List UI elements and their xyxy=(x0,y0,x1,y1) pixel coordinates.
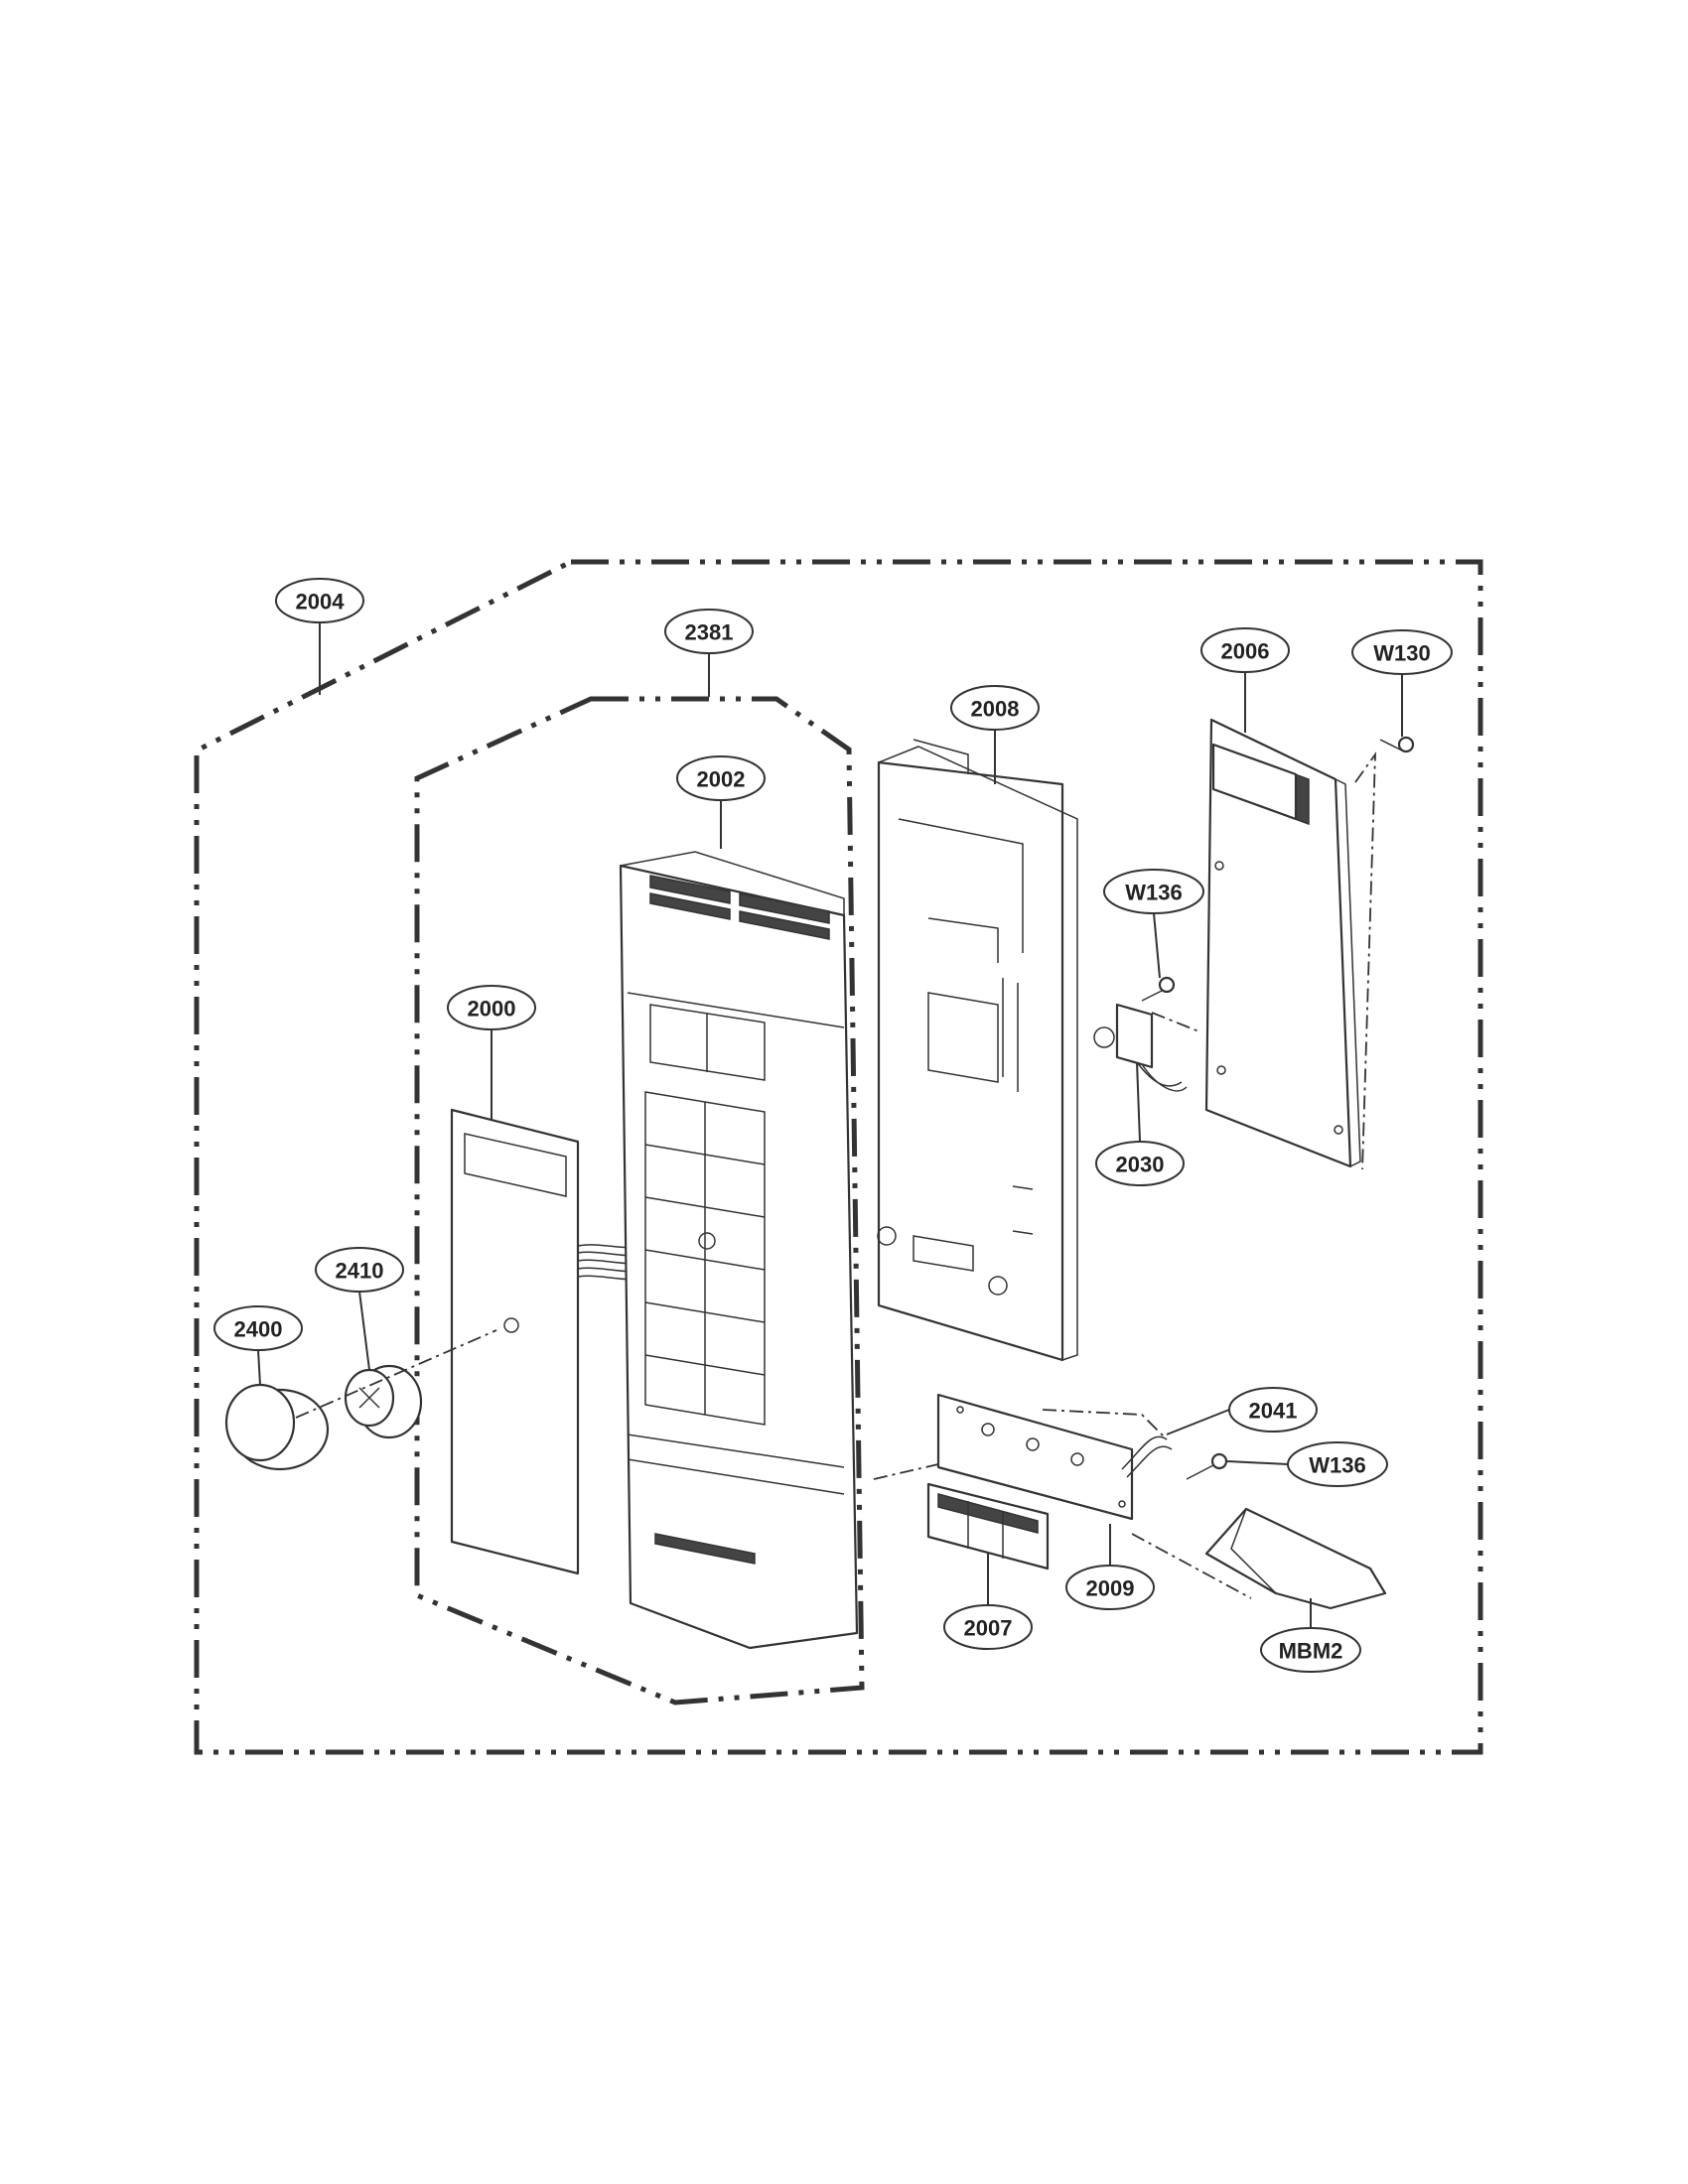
assembly-line-board xyxy=(873,1463,939,1480)
callout-2030: 2030 xyxy=(1095,1141,1185,1186)
callout-label: W136 xyxy=(1125,881,1182,905)
screw-w136-lower xyxy=(1186,1452,1228,1480)
callout-label: W130 xyxy=(1373,641,1430,666)
control-chassis-2008 xyxy=(877,739,1078,1362)
assembly-boundary-2381 xyxy=(414,696,865,1706)
callout-2008: 2008 xyxy=(950,685,1040,731)
screw-w130 xyxy=(1379,736,1415,753)
owners-manual-mbm2 xyxy=(1204,1507,1387,1610)
control-pcb-2006 xyxy=(1204,718,1361,1168)
callout-label: W136 xyxy=(1309,1453,1365,1478)
callout-MBM2: MBM2 xyxy=(1260,1627,1361,1673)
assembly-line-encoder xyxy=(1151,1012,1202,1033)
callout-2009: 2009 xyxy=(1065,1565,1155,1610)
button-board-2009 xyxy=(936,1393,1173,1521)
knob-base-2410 xyxy=(344,1364,423,1439)
control-membrane-2000 xyxy=(450,1108,661,1575)
callout-2006: 2006 xyxy=(1200,627,1290,673)
screw-w136-upper xyxy=(1141,976,1176,1002)
assembly-line-manual xyxy=(1131,1533,1252,1599)
button-holder-2007 xyxy=(926,1482,1050,1570)
callout-label: MBM2 xyxy=(1279,1639,1343,1664)
knob-2400 xyxy=(224,1375,330,1471)
callout-2004: 2004 xyxy=(275,578,364,623)
callout-label: 2006 xyxy=(1221,639,1270,664)
callout-2381: 2381 xyxy=(664,609,754,654)
callout-2400: 2400 xyxy=(213,1305,303,1351)
leader-W136b xyxy=(1226,1460,1289,1465)
callout-W130: W130 xyxy=(1351,629,1453,675)
assembly-line-board-top xyxy=(1042,1409,1168,1440)
leader-2400 xyxy=(257,1349,261,1386)
callout-label: 2007 xyxy=(964,1616,1013,1641)
leader-W136a xyxy=(1153,912,1161,979)
callout-2000: 2000 xyxy=(447,985,536,1030)
leader-2410 xyxy=(358,1291,370,1371)
callout-label: 2008 xyxy=(971,697,1020,722)
callout-label: 2002 xyxy=(697,767,746,792)
callout-label: 2410 xyxy=(336,1259,384,1284)
assembly-line-pcb xyxy=(1354,751,1376,1170)
callout-label: 2400 xyxy=(234,1317,283,1342)
assembly-line-knob xyxy=(295,1329,497,1419)
callout-2410: 2410 xyxy=(315,1247,404,1293)
callout-label: 2030 xyxy=(1116,1153,1165,1177)
leader-2041 xyxy=(1166,1409,1230,1435)
callout-label: 2009 xyxy=(1086,1576,1135,1601)
callout-label: 2381 xyxy=(685,620,734,645)
callout-label: 2000 xyxy=(468,997,516,1022)
assembly-boundary-2004 xyxy=(194,559,1483,1755)
encoder-switch-2030 xyxy=(1093,1003,1188,1092)
callout-label: 2004 xyxy=(296,590,346,614)
callout-label: 2041 xyxy=(1249,1399,1298,1424)
control-panel-frame-2002 xyxy=(619,851,859,1650)
callout-W136-lower: W136 xyxy=(1287,1441,1388,1487)
leader-2030 xyxy=(1136,1061,1141,1143)
callout-2041: 2041 xyxy=(1228,1387,1318,1433)
callout-W136-upper: W136 xyxy=(1103,869,1204,914)
callout-2007: 2007 xyxy=(943,1604,1033,1650)
callout-2002: 2002 xyxy=(676,755,766,801)
